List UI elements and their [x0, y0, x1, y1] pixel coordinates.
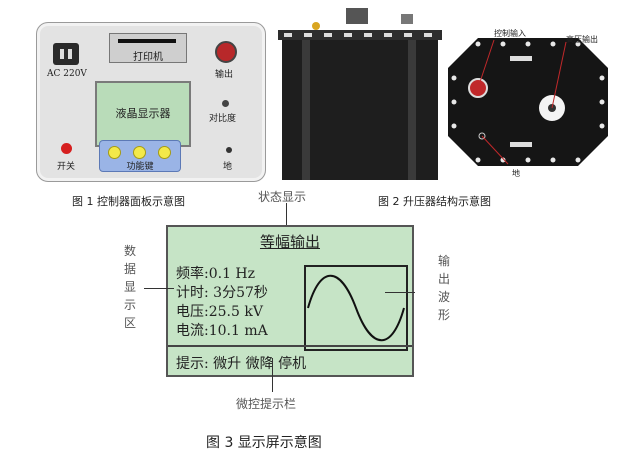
data-area-leader-line	[144, 288, 174, 289]
rim-bolts	[284, 33, 432, 37]
top-plate	[448, 38, 608, 166]
hv-output-label: 高压输出	[566, 35, 598, 44]
top-connector-block	[346, 8, 368, 24]
hv-output-leader	[551, 41, 567, 109]
waveform-box	[304, 265, 408, 351]
hint-leader-line	[272, 358, 273, 392]
power-switch-label: 开关	[57, 162, 76, 172]
current-readout: 电流:10.1 mA	[176, 323, 268, 339]
hint-bar: 提示: 微升 微降 停机	[168, 345, 412, 375]
tank-rib	[408, 40, 416, 180]
ground-point-icon	[478, 132, 486, 140]
figure2-caption: 图 2 升压器结构示意图	[378, 195, 491, 208]
contrast-knob-icon	[222, 100, 229, 107]
output-connector-icon	[215, 41, 237, 63]
contrast-label: 对比度	[209, 114, 237, 124]
status-leader-line	[286, 203, 287, 227]
transformer-side-view	[278, 8, 442, 180]
timer-readout: 计时: 3分57秒	[176, 285, 268, 301]
data-area-char: 数	[124, 244, 137, 258]
function-key-2	[133, 146, 146, 159]
data-area-char: 显	[124, 280, 137, 294]
power-switch-icon	[61, 143, 72, 154]
handle	[510, 142, 532, 147]
frequency-readout: 频率:0.1 Hz	[176, 266, 256, 282]
waveform-area-char: 输	[438, 254, 451, 268]
printer: 打印机	[109, 33, 187, 63]
voltage-readout: 电压:25.5 kV	[176, 304, 263, 320]
control-input-label: 控制输入	[494, 29, 526, 38]
lcd-label: 液晶显示器	[115, 107, 171, 120]
lcd-screen: 等幅输出 频率:0.1 Hz 计时: 3分57秒 电压:25.5 kV 电流:1…	[166, 225, 414, 377]
data-area-char: 区	[124, 316, 137, 330]
tank-rib	[302, 40, 310, 180]
output-label: 输出	[215, 70, 234, 80]
function-key-3	[158, 146, 171, 159]
ground-label: 地	[223, 162, 233, 172]
data-area-char: 示	[124, 298, 137, 312]
function-keys-panel: 功能键	[99, 140, 181, 172]
ground-leader	[481, 135, 509, 165]
control-panel: AC 220V 打印机 输出 液晶显示器 对比度 开关 功能键 地	[36, 22, 266, 182]
data-area-label: 数 据 显 示 区	[124, 242, 138, 332]
screen-title: 等幅输出	[259, 233, 320, 251]
function-keys-label: 功能键	[126, 162, 154, 172]
status-display-label: 状态显示	[258, 190, 307, 204]
plate-bolts	[451, 41, 605, 163]
hint-text: 提示: 微升 微降 停机	[176, 356, 307, 372]
waveform-area-char: 形	[438, 308, 451, 322]
ground-terminal-icon	[226, 147, 232, 153]
waveform-area-label: 输 出 波 形	[438, 252, 452, 324]
power-input-label: AC 220V	[47, 69, 87, 79]
sine-wave-icon	[307, 275, 405, 341]
top-knob-icon	[312, 22, 320, 30]
waveform-area-char: 出	[438, 272, 451, 286]
transformer-top-view	[448, 38, 608, 166]
waveform-area-char: 波	[438, 290, 451, 304]
power-socket-icon	[53, 43, 79, 65]
function-key-1	[108, 146, 121, 159]
figure1-caption: 图 1 控制器面板示意图	[72, 195, 185, 208]
waveform-leader-line	[385, 292, 415, 293]
hint-bar-label: 微控提示栏	[236, 397, 297, 411]
control-input-leader	[477, 39, 495, 89]
paper-slot	[118, 39, 176, 43]
printer-label: 打印机	[133, 52, 163, 63]
top-rim	[278, 30, 442, 40]
data-area-char: 据	[124, 262, 137, 276]
lcd-display: 液晶显示器	[95, 81, 191, 147]
handle	[510, 56, 532, 61]
top-terminal	[401, 14, 413, 24]
figure3-caption: 图 3 显示屏示意图	[206, 435, 322, 451]
ground-label-fig2: 地	[512, 169, 520, 178]
